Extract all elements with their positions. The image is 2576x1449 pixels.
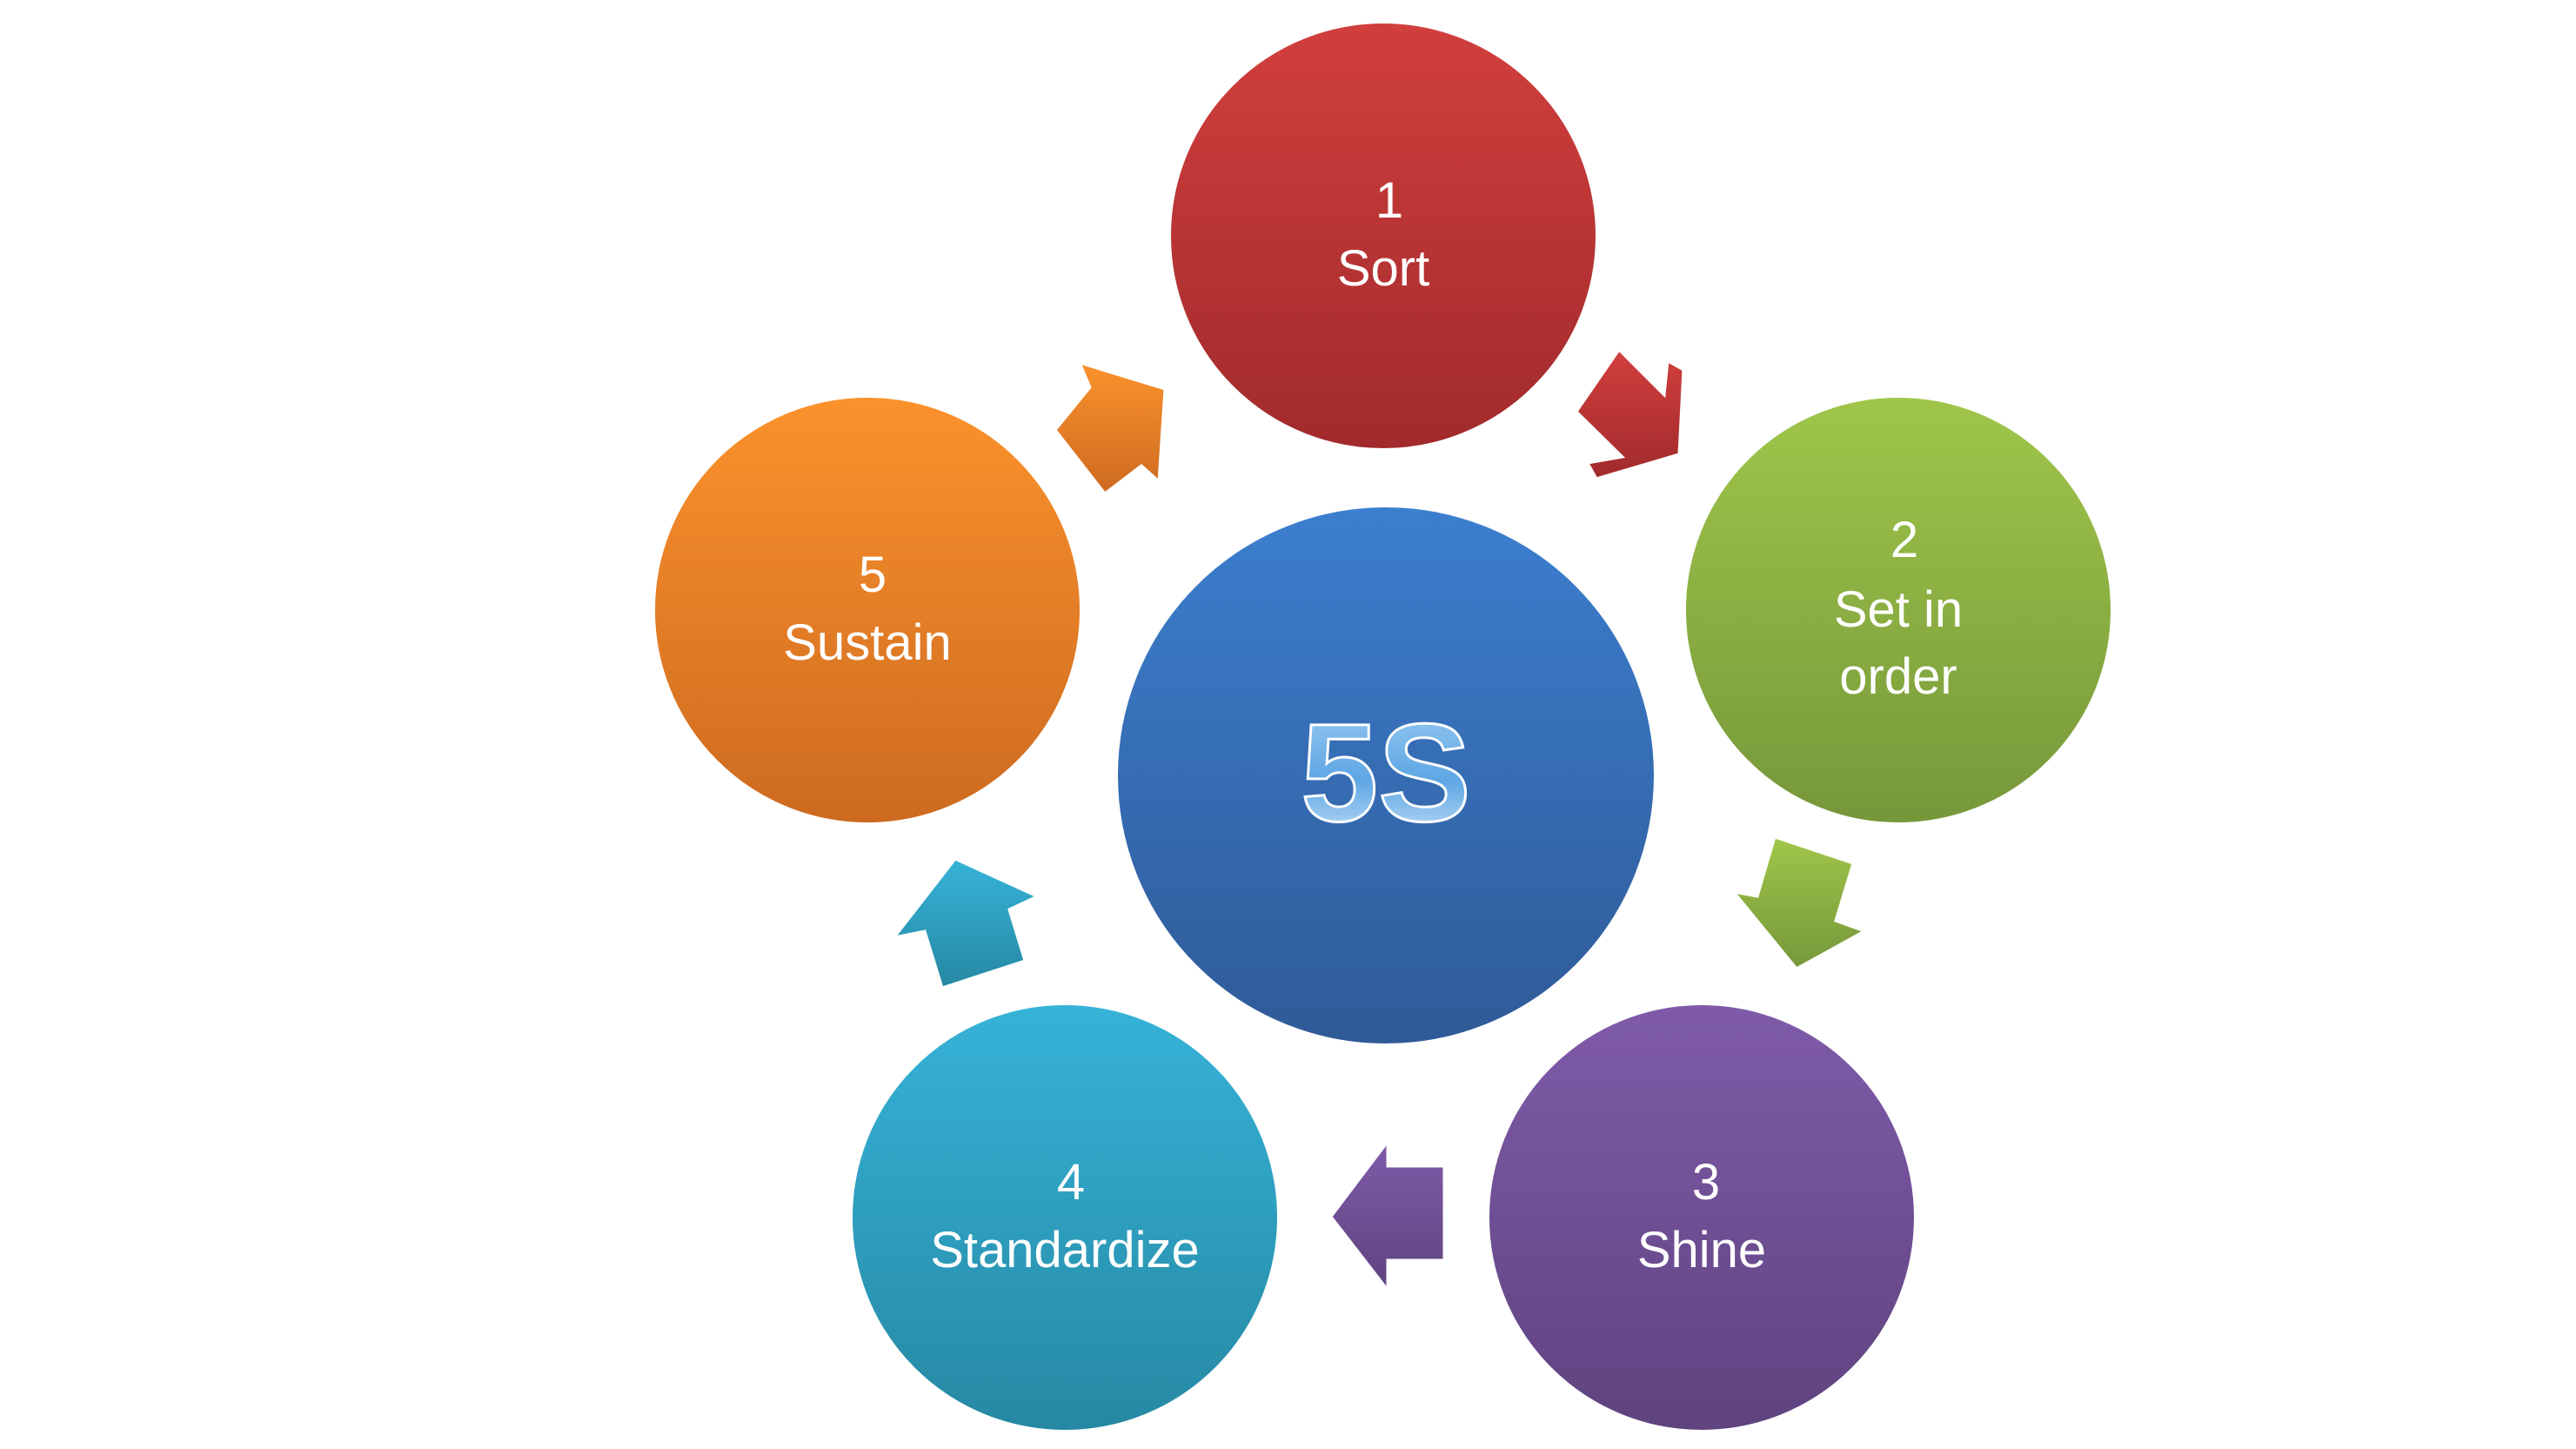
step-5-sustain-node: 5 Sustain [652,394,1083,826]
center-title: 5S [1301,694,1471,850]
step-3-shine-node: 3 Shine [1486,1002,1917,1433]
step-5-number: 5 [859,547,887,603]
step-1-label: Sort [1337,240,1429,297]
step-1-sort-node: 1 Sort [1168,20,1599,452]
arrow-set-in-order-to-shine [1730,835,1868,970]
step-2-set-in-order-node: 2 Set in order [1683,394,2114,826]
arrow-sort-to-set-in-order [1575,347,1685,480]
step-2-label-line1: Set in [1834,581,1963,638]
step-1-number: 1 [1375,172,1403,229]
step-3-number: 3 [1692,1154,1720,1211]
center-5s-node: 5S [1114,504,1657,1047]
step-3-label: Shine [1637,1222,1766,1278]
step-2-label-line2: order [1839,648,1957,705]
arrow-shine-to-standardize [1329,1137,1446,1294]
step-4-standardize-node: 4 Standardize [849,1002,1281,1433]
step-2-number: 2 [1890,512,1918,568]
step-4-label: Standardize [930,1222,1200,1278]
step-4-number: 4 [1057,1154,1085,1211]
step-5-label: Sustain [783,614,951,671]
arrow-standardize-to-sustain [891,857,1040,989]
arrow-sustain-to-sort [1054,360,1167,496]
